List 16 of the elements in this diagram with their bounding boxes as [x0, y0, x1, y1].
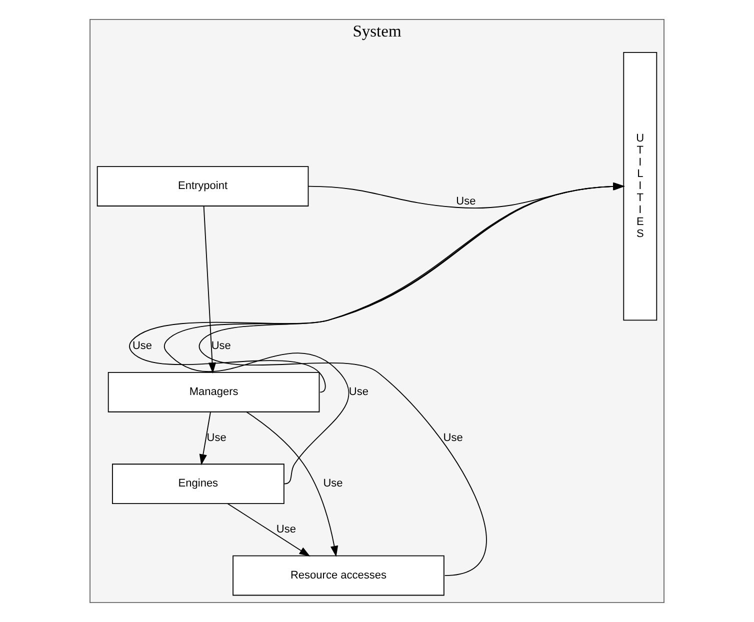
arrow	[199, 412, 211, 466]
node-box: Resource accesses	[232, 555, 444, 596]
edge-label: Use	[276, 524, 296, 536]
arrow	[246, 412, 338, 557]
edge-label: Use	[211, 340, 231, 352]
node-box: Entrypoint	[96, 166, 309, 206]
edge-label: Use	[323, 478, 343, 490]
edge-label: Use	[443, 432, 463, 444]
node-box: Managers	[108, 372, 320, 412]
edge-label: Use	[456, 195, 476, 208]
edge-label: Use	[132, 340, 152, 352]
node-box: Engines	[112, 464, 284, 504]
node-box: UTILITIES	[623, 52, 658, 321]
edge-label: Use	[206, 432, 226, 444]
arrow	[227, 503, 310, 557]
edge-label: Use	[348, 386, 368, 398]
